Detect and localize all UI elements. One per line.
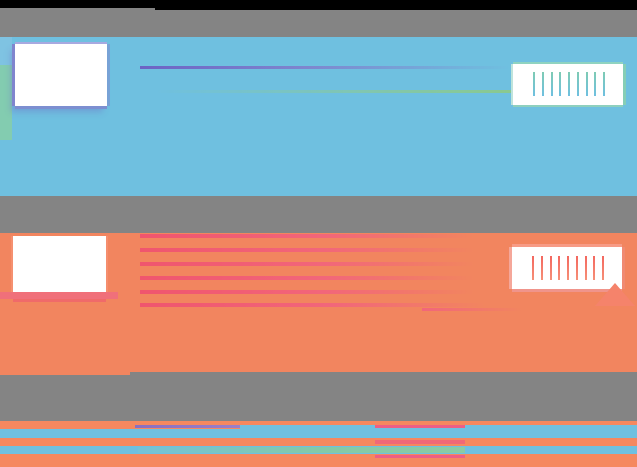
orange-tick-marks xyxy=(532,256,604,280)
edge-strip-green xyxy=(0,65,12,140)
bottom-accent-pink-3 xyxy=(375,455,465,458)
tick-mark xyxy=(532,256,534,280)
orange-text-line-2 xyxy=(140,248,474,252)
orange-left-underline xyxy=(0,292,118,299)
triangle-marker-icon xyxy=(595,283,635,306)
edge-strip-blue-upper xyxy=(0,37,12,65)
orange-text-line-short xyxy=(422,308,522,311)
tick-mark xyxy=(567,256,569,280)
divider-top-right xyxy=(155,10,637,37)
bottom-stripe-row-3 xyxy=(0,438,637,446)
blue-section-thumbnail-card[interactable] xyxy=(15,44,107,106)
tick-mark xyxy=(568,72,570,96)
tick-mark xyxy=(575,256,578,280)
tick-mark xyxy=(576,72,579,96)
orange-text-line-3 xyxy=(140,262,474,266)
blue-text-line-1 xyxy=(140,66,510,69)
tick-mark xyxy=(558,256,561,280)
divider-bottom-right xyxy=(130,372,637,421)
tick-mark xyxy=(593,256,596,280)
orange-text-line-4 xyxy=(140,276,474,280)
tick-mark xyxy=(533,72,535,96)
tick-mark xyxy=(549,256,552,280)
tick-mark xyxy=(603,72,605,96)
divider-top-left xyxy=(0,8,155,37)
tick-mark xyxy=(550,72,553,96)
orange-text-line-6 xyxy=(140,303,485,307)
bezel-strip-left xyxy=(0,0,155,8)
bottom-accent-green xyxy=(138,447,465,453)
tick-mark xyxy=(559,72,562,96)
blue-tick-marks xyxy=(533,72,605,96)
bottom-accent-pink-1 xyxy=(375,425,465,428)
divider-bottom-left xyxy=(0,375,130,421)
orange-text-line-1 xyxy=(140,234,474,238)
bottom-accent-pink-2 xyxy=(375,440,465,444)
tick-mark xyxy=(594,72,597,96)
blue-text-line-2 xyxy=(155,90,530,93)
orange-text-line-5 xyxy=(140,290,474,294)
tick-mark xyxy=(540,256,543,280)
tick-mark xyxy=(602,256,604,280)
orange-section-thumbnail-card[interactable] xyxy=(13,236,106,298)
divider-middle-left xyxy=(0,196,198,234)
edge-strip-blue-lower xyxy=(0,140,12,196)
bottom-stripe-row-5 xyxy=(0,454,637,467)
tick-mark xyxy=(584,256,587,280)
bezel-strip-right xyxy=(155,0,637,10)
bottom-stripe-row-2 xyxy=(0,429,637,438)
bottom-accent-purple xyxy=(135,425,240,428)
tick-mark xyxy=(585,72,588,96)
divider-middle-right xyxy=(198,196,637,233)
tick-mark xyxy=(541,72,544,96)
